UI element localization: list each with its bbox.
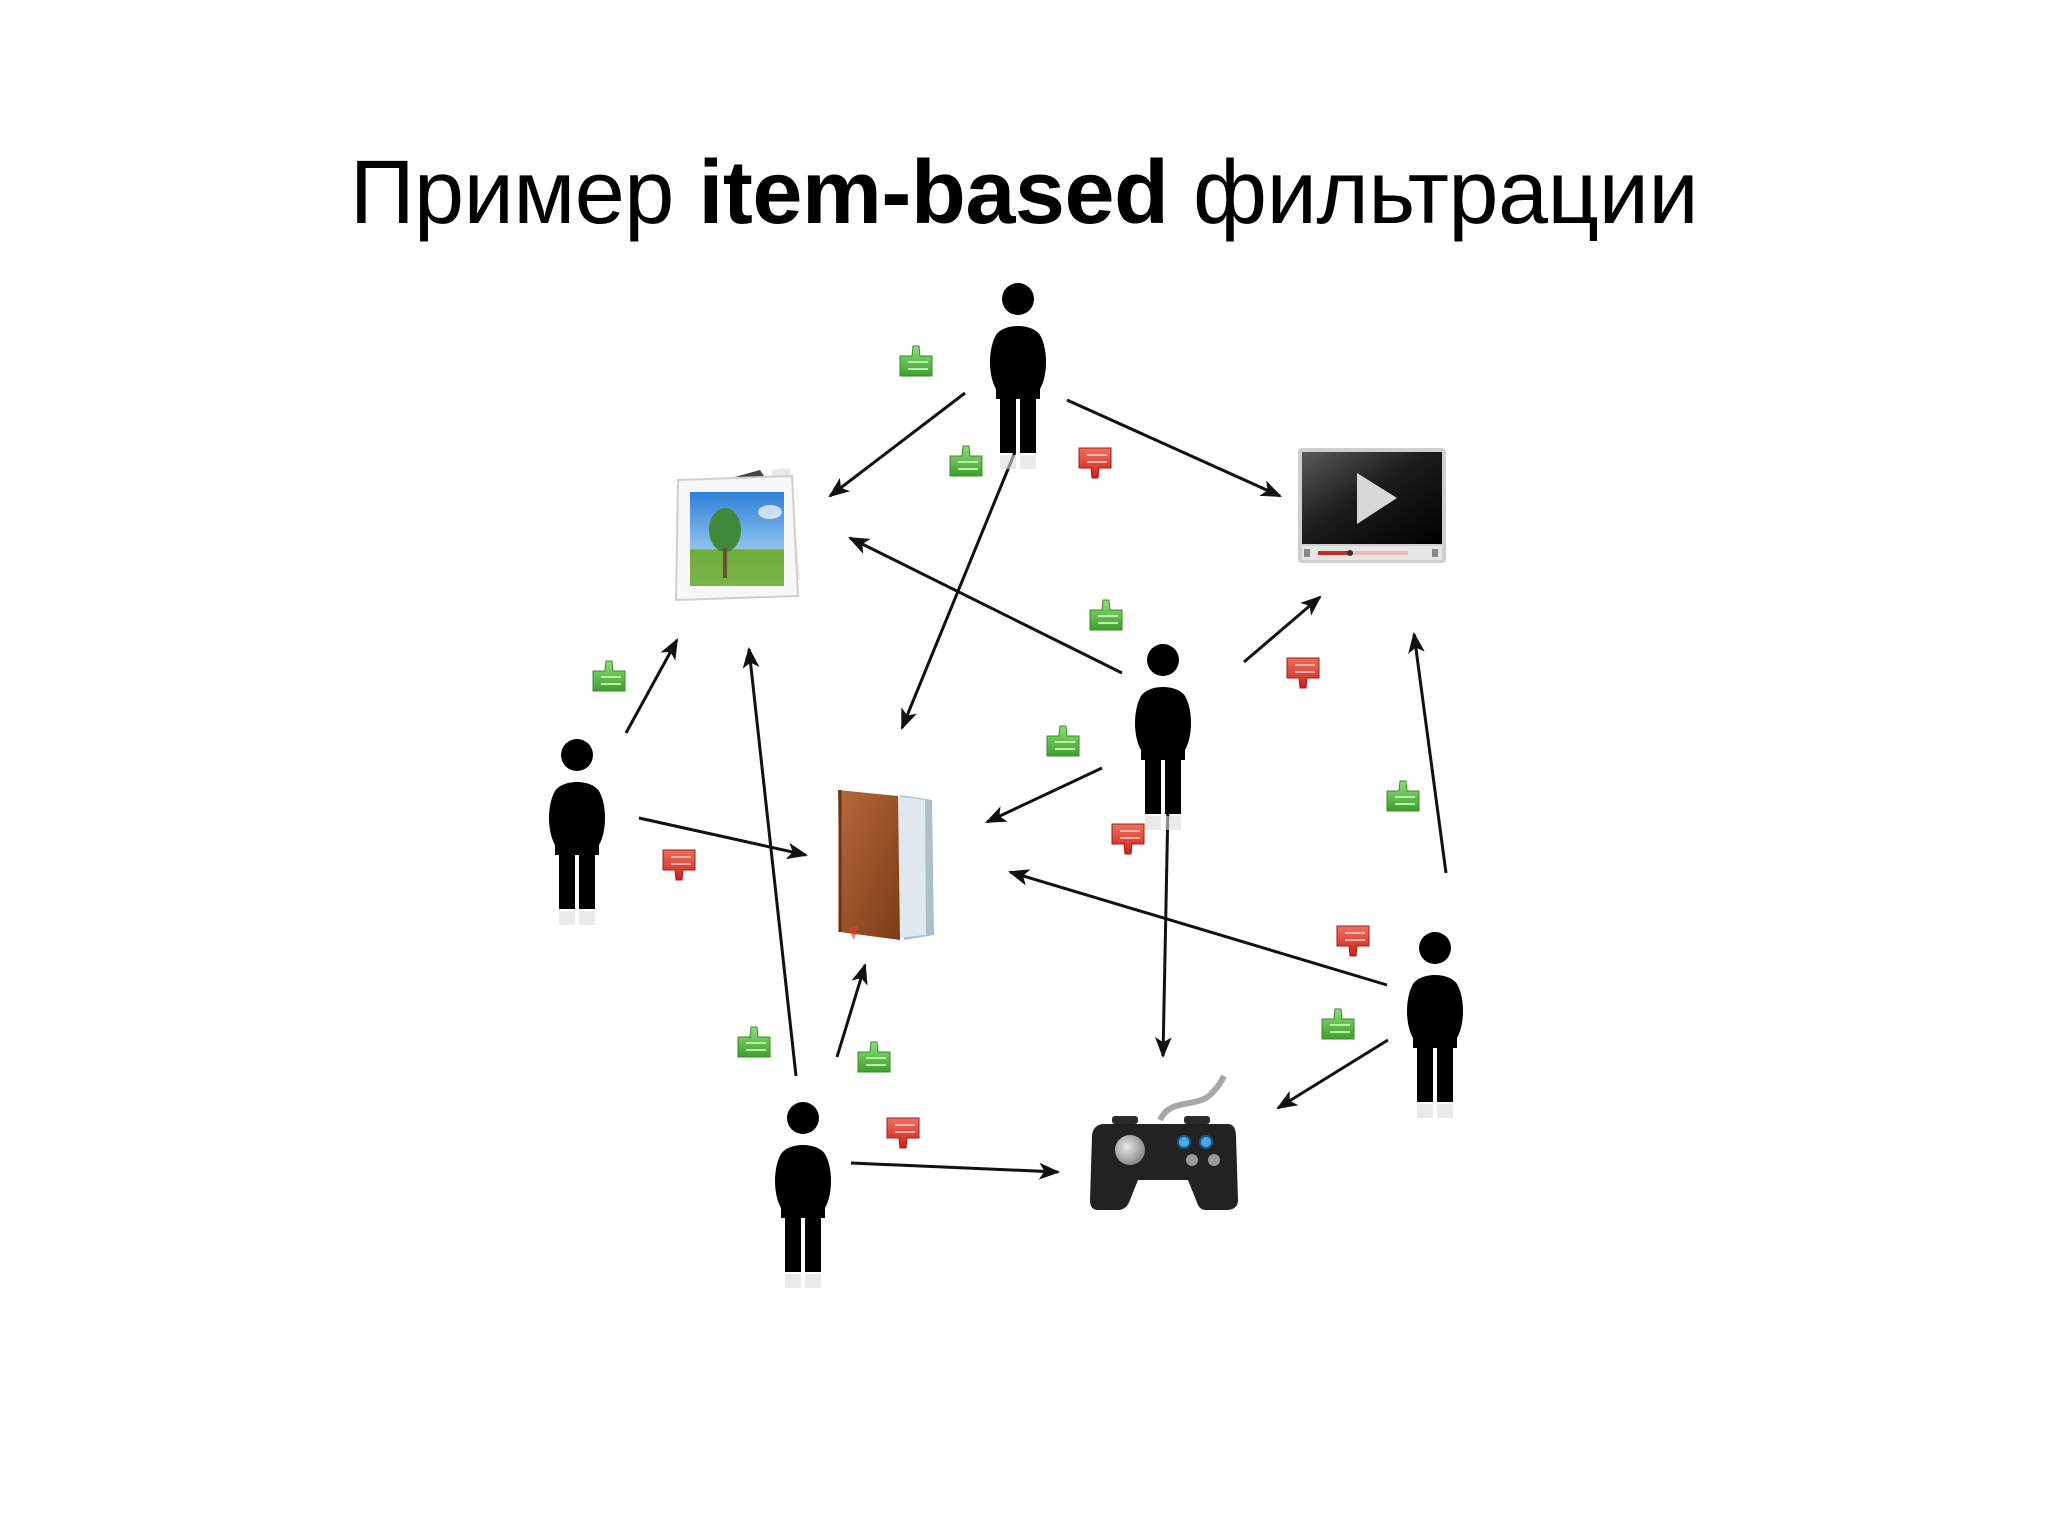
thumbs-down-icon (662, 849, 696, 881)
person-icon-bottom (775, 1102, 831, 1288)
arrow-top-to-book (900, 451, 1017, 730)
thumbs-up-icon (592, 660, 626, 692)
thumbs-up-icon (857, 1041, 891, 1073)
person-icon-right (1407, 932, 1463, 1118)
thumbs-down-icon (1286, 657, 1320, 689)
thumbs-down-icon (886, 1117, 920, 1149)
thumbs-up-icon (737, 1026, 771, 1058)
book-icon (838, 790, 934, 940)
arrow-bottom-to-book (835, 962, 868, 1058)
rating-arrows (624, 391, 1448, 1180)
person-icon-left (549, 739, 605, 925)
title-suffix: фильтрации (1168, 143, 1699, 243)
arrow-left-to-photo (624, 638, 679, 734)
thumbs-down-icon (1336, 925, 1370, 957)
arrow-bottom-to-game (850, 1161, 1061, 1180)
arrow-right-to-video (1408, 631, 1448, 874)
thumbs-up-icon (899, 345, 933, 377)
title-bold: item-based (698, 143, 1169, 243)
arrow-top-to-photo (828, 391, 966, 498)
slide-title: Пример item-based фильтрации (0, 138, 2048, 248)
thumbs-up-icon (949, 445, 983, 477)
thumbs-up-icon (1321, 1008, 1355, 1040)
person-icon-center (1135, 644, 1191, 830)
arrow-top-to-video (1066, 398, 1282, 498)
arrow-center-to-photo (848, 536, 1123, 675)
gamepad-icon (1090, 1074, 1238, 1210)
thumbs-down-icon (1078, 447, 1112, 479)
arrow-center-to-book (985, 766, 1103, 824)
arrow-center-to-game (1154, 803, 1172, 1059)
thumbs-up-icon (1089, 599, 1123, 631)
arrow-right-to-book (1007, 869, 1388, 987)
photo-icon (674, 468, 800, 602)
video-player-icon (1298, 448, 1446, 563)
thumbs-up-icon (1386, 780, 1420, 812)
title-prefix: Пример (349, 143, 699, 243)
arrow-bottom-to-photo (742, 646, 798, 1077)
thumbs-down-icon (1111, 823, 1145, 855)
arrow-right-to-game (1276, 1038, 1389, 1110)
arrow-center-to-video (1243, 595, 1322, 664)
arrow-left-to-book (638, 816, 809, 860)
person-icon-top (990, 283, 1046, 469)
thumbs-up-icon (1046, 725, 1080, 757)
